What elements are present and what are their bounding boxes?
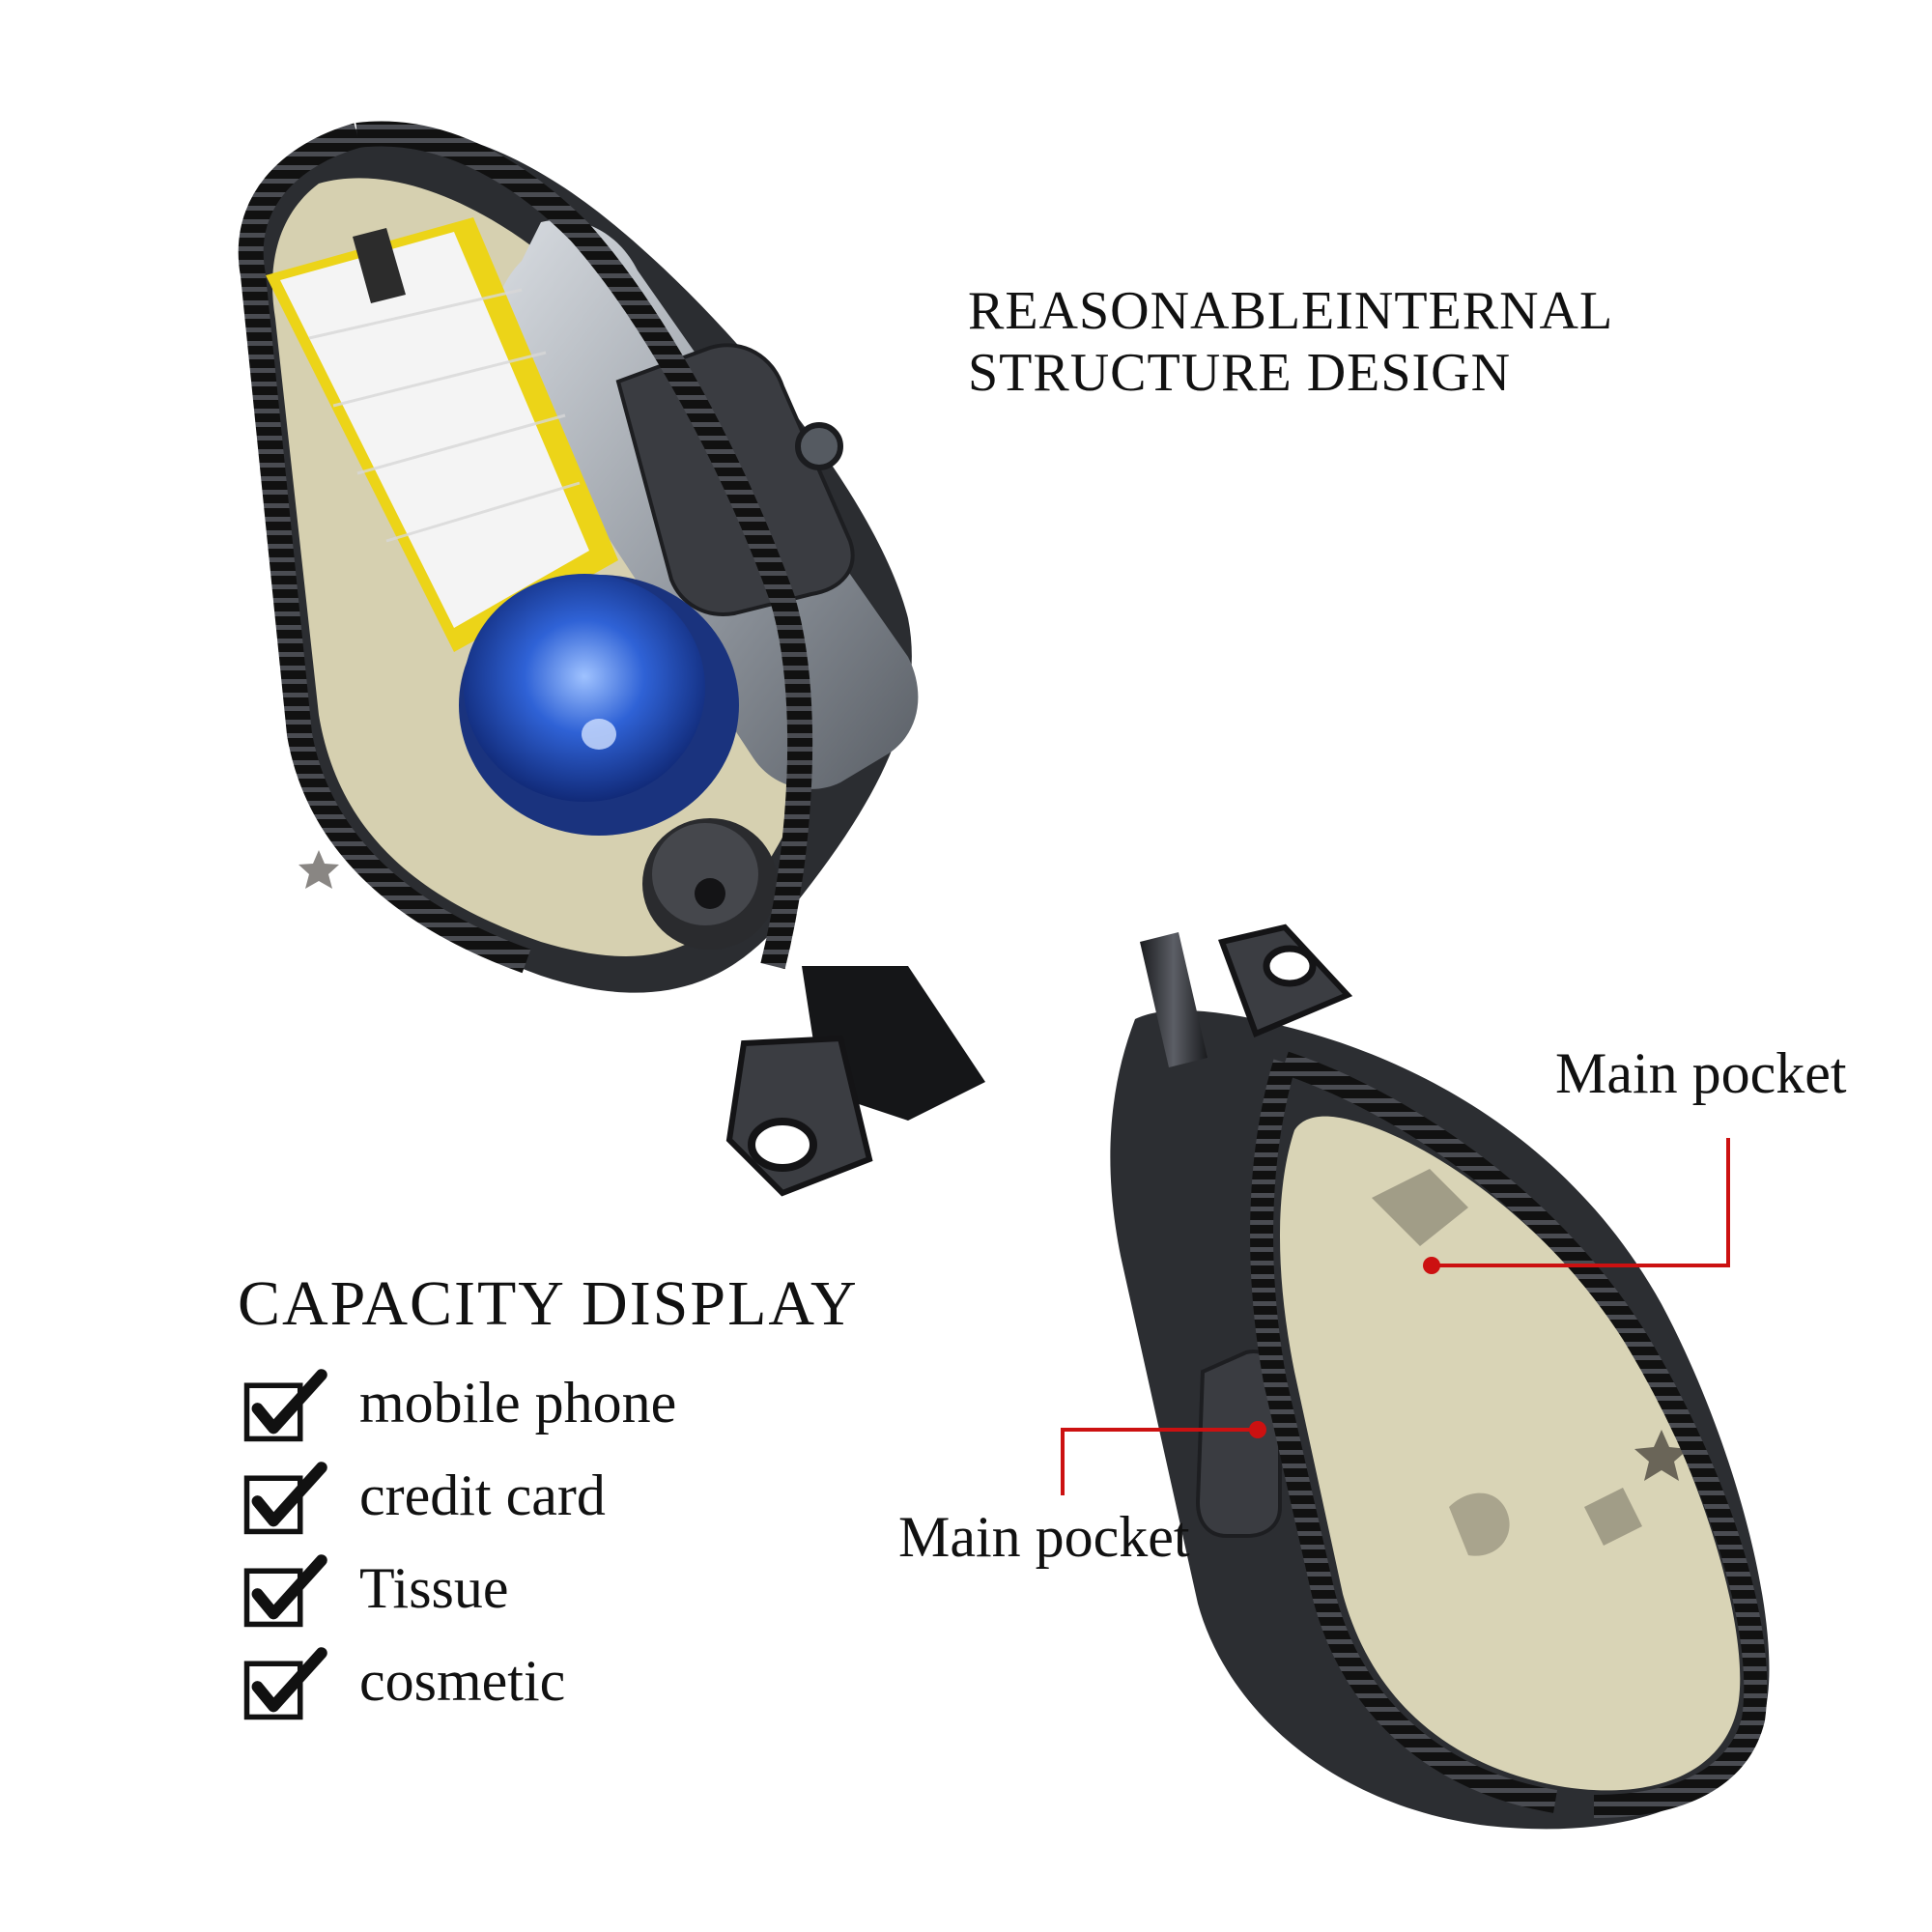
checkbox-checked-icon xyxy=(243,1554,327,1628)
callout-label-main-pocket-right: Main pocket xyxy=(1555,1041,1847,1105)
open-pouch xyxy=(1110,923,1770,1830)
capacity-list: mobile phone credit card Tissue cosmetic xyxy=(242,1364,676,1735)
capacity-item-label: cosmetic xyxy=(359,1649,566,1713)
callout-label-main-pocket-left: Main pocket xyxy=(898,1505,1190,1569)
callout-dot-right xyxy=(1423,1257,1440,1274)
capacity-item-tissue: Tissue xyxy=(242,1549,676,1642)
checkbox-checked-icon xyxy=(243,1369,327,1442)
checkbox-checked-icon xyxy=(243,1647,327,1720)
headline: REASONABLEINTERNAL STRUCTURE DESIGN xyxy=(968,280,1702,404)
capacity-item-credit-card: credit card xyxy=(242,1457,676,1549)
capacity-item-label: Tissue xyxy=(359,1556,509,1620)
capacity-title: CAPACITY DISPLAY xyxy=(238,1268,859,1339)
capacity-item-label: mobile phone xyxy=(359,1371,677,1435)
callout-lines xyxy=(1061,1138,1730,1495)
capacity-item-cosmetic: cosmetic xyxy=(242,1642,676,1735)
headline-line-1: REASONABLEINTERNAL xyxy=(968,281,1614,341)
zipper-pull-icon xyxy=(725,966,985,1197)
callout-dot-left xyxy=(1249,1421,1266,1438)
checkbox-checked-icon xyxy=(243,1462,327,1535)
capacity-item-label: credit card xyxy=(359,1463,606,1527)
capacity-item-mobile-phone: mobile phone xyxy=(242,1364,676,1457)
filled-pouch xyxy=(238,121,985,1197)
headline-line-2: STRUCTURE DESIGN xyxy=(968,343,1512,403)
